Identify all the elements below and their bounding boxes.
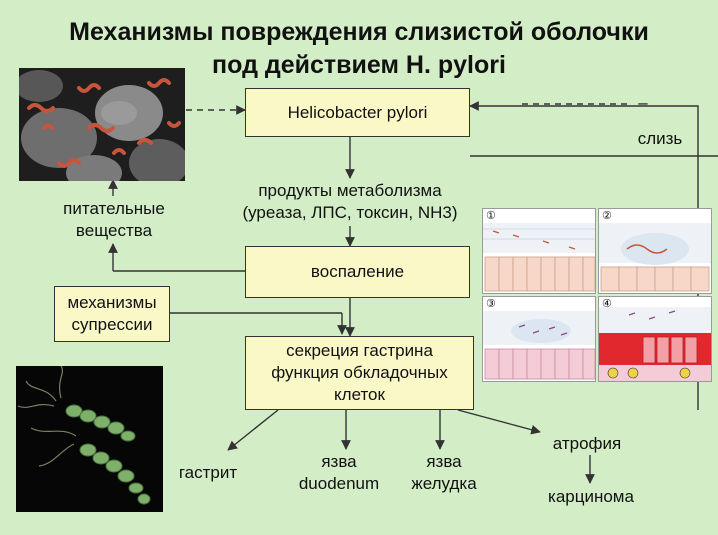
duodenal-line2: duodenum bbox=[298, 474, 380, 493]
mucosa-stage4-icon bbox=[599, 307, 711, 381]
gastrin-line3: клеток bbox=[334, 385, 385, 404]
metabolism-line1: продукты метаболизма bbox=[258, 181, 442, 200]
gastrin-line2: функция обкладочных bbox=[271, 363, 448, 382]
mucosa-panel-3: ③ bbox=[482, 296, 596, 382]
suppression-line1: механизмы bbox=[67, 293, 157, 312]
gastrin-to-gastritis-arrow bbox=[227, 409, 279, 451]
duodenal-line1: язва bbox=[321, 452, 357, 471]
panel-number-1: ① bbox=[486, 210, 496, 222]
helicobacter-micrograph-image bbox=[19, 68, 185, 181]
gastrin-line1: секреция гастрина bbox=[286, 341, 433, 360]
panel-number-3: ③ bbox=[486, 298, 496, 310]
carcinoma-label: карцинома bbox=[548, 487, 634, 506]
nutrients-line2: вещества bbox=[75, 221, 153, 240]
bacterium-icon bbox=[16, 366, 163, 512]
nutrients-line1: питательные bbox=[63, 199, 165, 218]
gastric-ulcer-label: язва желудка bbox=[396, 451, 492, 495]
helicobacter-pylori-box: Helicobacter pylori bbox=[245, 88, 470, 137]
mucus-dash: – bbox=[638, 93, 648, 112]
gastrin-secretion-box: секреция гастрина функция обкладочных кл… bbox=[245, 336, 474, 410]
panel-number-4: ④ bbox=[602, 298, 612, 310]
nutrients-label: питательные вещества bbox=[48, 198, 180, 242]
micrograph-icon bbox=[19, 68, 185, 181]
helicobacter-pylori-label: Helicobacter pylori bbox=[287, 102, 428, 122]
gastrin-to-atrophy-arrow bbox=[457, 409, 541, 435]
mucosa-stage2-icon bbox=[599, 223, 711, 292]
slide-title-line1: Механизмы повреждения слизистой оболочки bbox=[69, 18, 649, 46]
slide-title-line2: под действием H. pylori bbox=[212, 51, 506, 79]
mucosa-panel-4: ④ bbox=[598, 296, 712, 382]
duodenal-ulcer-label: язва duodenum bbox=[284, 451, 394, 495]
mucosa-panel-2: ② bbox=[598, 208, 712, 294]
helicobacter-bacterium-image bbox=[16, 366, 163, 512]
suppression-box: механизмы супрессии bbox=[54, 286, 170, 342]
panel-number-2: ② bbox=[602, 210, 612, 222]
mucosa-stage1-icon bbox=[483, 223, 595, 292]
inflammation-label: воспаление bbox=[310, 262, 405, 281]
gastric-line1: язва bbox=[426, 452, 462, 471]
inflammation-box: воспаление bbox=[245, 246, 470, 298]
suppression-line2: супрессии bbox=[71, 315, 153, 334]
mucosa-panel-1: ① bbox=[482, 208, 596, 294]
gastric-line2: желудка bbox=[411, 474, 477, 493]
gastritis-label: гастрит bbox=[178, 463, 238, 482]
mucus-label: слизь bbox=[637, 129, 683, 148]
metabolism-label: продукты метаболизма (уреаза, ЛПС, токси… bbox=[220, 180, 480, 224]
metabolism-line2: (уреаза, ЛПС, токсин, NH3) bbox=[242, 203, 458, 222]
mucosa-stage3-icon bbox=[483, 311, 595, 380]
atrophy-label: атрофия bbox=[552, 434, 622, 453]
